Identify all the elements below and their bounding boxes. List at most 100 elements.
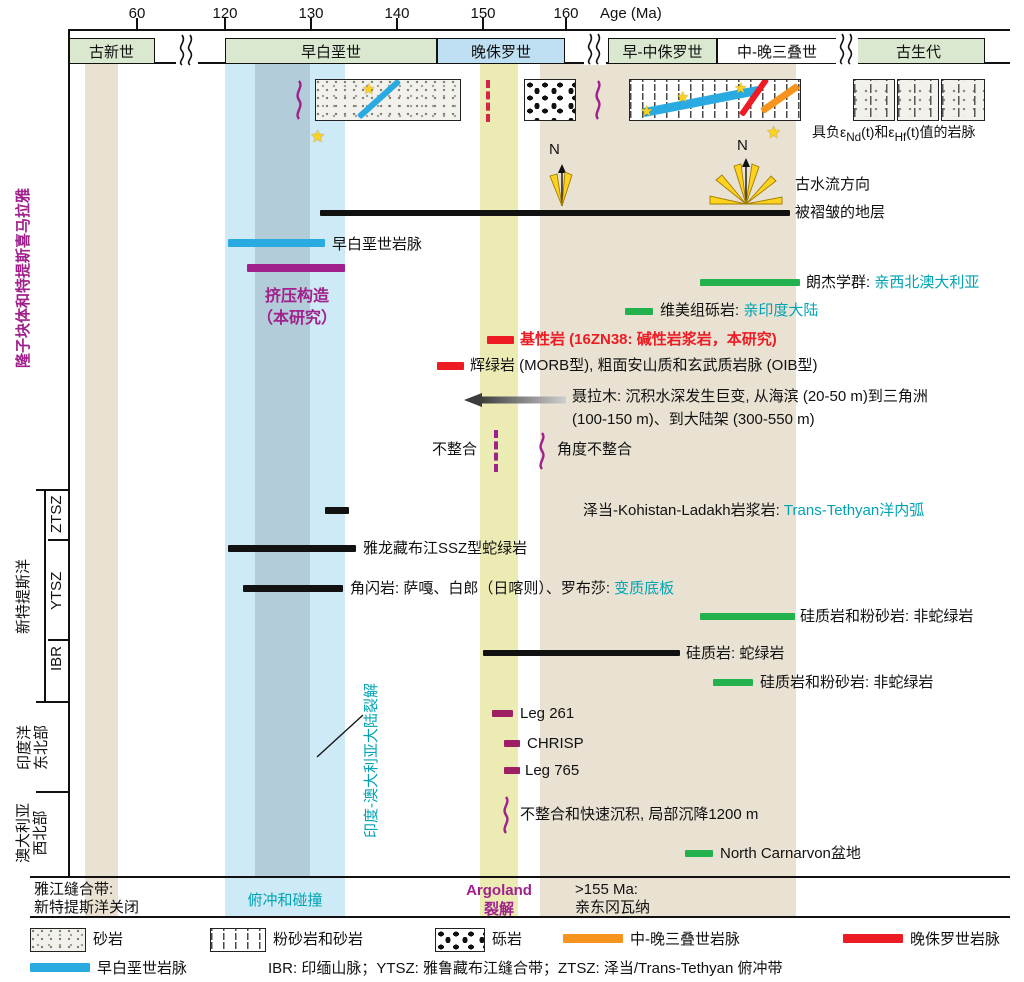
label-part: 泽当-Kohistan-Ladakh岩浆岩: (583, 502, 784, 519)
label-compression: 挤压构造 （本研究） (233, 286, 361, 330)
legend-swatch-siltstone (210, 928, 266, 952)
axis-tick (396, 18, 398, 29)
left-bracket-tick (48, 539, 68, 541)
axis-line (68, 29, 1010, 31)
bar-leg765 (504, 767, 520, 774)
summary-row-top-line (30, 876, 1010, 878)
label-nw-australia: 澳大利亚 西北部 (15, 803, 49, 863)
left-bracket-tick (36, 791, 68, 793)
summary-row-bottom-line (30, 916, 1010, 918)
water-depth-arrow-icon (464, 393, 566, 407)
star-icon: ★ (676, 89, 690, 106)
wavy-unconformity-icon (503, 796, 509, 834)
axis-tick-label-150: 150 (470, 5, 496, 22)
wavy-unconformity-icon (595, 80, 601, 120)
axis-tick-label-160: 160 (553, 5, 579, 22)
north-label: N (549, 141, 560, 158)
axis-tick (482, 18, 484, 29)
axis-break-icon (176, 34, 198, 66)
label-folded-strata: 被褶皱的地层 (795, 204, 886, 221)
legend-swatch-jurassic-dykes (843, 934, 903, 943)
label-gondwana-line2: 亲东冈瓦纳 (575, 899, 651, 916)
period-label: 古生代 (895, 43, 941, 61)
label-line: Argoland (466, 882, 532, 899)
bar-chert-siltstone-1 (700, 613, 795, 620)
legend-label-conglomerate: 砾岩 (492, 931, 523, 948)
label-subduction-collision: 俯冲和碰撞 (247, 892, 323, 909)
label-amphibolite: 角闪岩: 萨嘎、白郎（日喀则）、罗布莎: 变质底板 (350, 580, 674, 599)
axis-tick-label-60: 60 (128, 5, 146, 22)
star-icon: ★ (310, 127, 326, 146)
legend-label-triassic-dykes: 中-晚三叠世岩脉 (630, 931, 740, 948)
label-part-accent: 变质底板 (614, 580, 675, 597)
legend-swatch-conglomerate (435, 928, 485, 952)
label-weimei: 维美组砾岩: 亲印度大陆 (660, 302, 818, 321)
bar-amphibolite (243, 585, 343, 592)
wavy-unconformity-icon (296, 80, 302, 120)
band-early-cretaceous-dark (255, 64, 310, 876)
label-line: （本研究） (256, 310, 337, 327)
north-label: N (737, 137, 748, 154)
label-ibr: IBR (48, 645, 65, 671)
axis-break-icon (836, 33, 858, 65)
late-jurassic-dyke-dashed-icon (486, 80, 490, 122)
period-mid-late-triassic: 中-晚三叠世 (717, 38, 837, 64)
left-bracket-tick (36, 701, 68, 703)
axis-tick (136, 18, 138, 29)
label-part-accent: Trans-Tethyan洋内弧 (783, 502, 925, 519)
axis-tick (224, 18, 226, 29)
label-part: 角闪岩: 萨嘎、白郎（日喀则）、罗布莎: (350, 580, 615, 597)
note-part: 具负ε (812, 124, 847, 140)
label-chert-siltstone-1: 硅质岩和粉砂岩: 非蛇绿岩 (800, 608, 974, 625)
label-chrisp: CHRISP (527, 735, 584, 752)
label-mafic-rocks: 基性岩 (16ZN38: 碱性岩浆岩，本研究) (520, 331, 777, 348)
label-leg261: Leg 261 (520, 705, 575, 722)
label-line: 裂解 (483, 901, 514, 918)
label-langjiexue: 朗杰学群: 亲西北澳大利亚 (806, 274, 979, 293)
band-beige-narrow (85, 64, 118, 916)
paleozoic-unit-box (853, 79, 895, 121)
note-sub: Nd (846, 130, 862, 144)
label-ztsz: ZTSZ (48, 495, 65, 534)
period-late-jurassic: 晚侏罗世 (437, 38, 565, 64)
bar-yarlung-ssz-ophiolite (228, 545, 356, 552)
label-negative-end-ehf-dykes: 具负εNd(t)和εHf(t)值的岩脉 (812, 124, 976, 145)
star-icon: ★ (640, 103, 654, 120)
bar-mafic-rocks (487, 336, 514, 344)
triassic-dyke-icon (759, 83, 800, 114)
period-paleozoic: 古生代 (852, 38, 985, 64)
label-line: 挤压构造 (264, 288, 329, 305)
label-chert-siltstone-2: 硅质岩和粉砂岩: 非蛇绿岩 (760, 674, 934, 691)
period-early-cretaceous: 早白垩世 (225, 38, 437, 64)
axis-break-icon (584, 33, 606, 65)
label-line: 印度洋 (16, 724, 33, 770)
period-paleocene: 古新世 (68, 38, 155, 64)
axis-tick-label-120: 120 (212, 5, 238, 22)
star-icon: ★ (734, 80, 748, 97)
legend-swatch-sandstone (30, 928, 86, 952)
label-neotethys: 新特提斯洋 (15, 558, 32, 634)
legend-label-sandstone: 砂岩 (93, 931, 124, 948)
period-label: 早白垩世 (300, 43, 361, 61)
label-leg765: Leg 765 (525, 762, 580, 779)
label-argoland: Argoland 裂解 (454, 881, 544, 919)
legend-swatch-triassic-dykes (563, 934, 623, 943)
label-part-accent: 亲印度大陆 (743, 302, 819, 319)
wavy-unconformity-icon (539, 432, 545, 470)
label-part: 维美组砾岩: (660, 302, 744, 319)
label-nyalam-line2: (100-150 m)、到大陆架 (300-550 m) (572, 411, 815, 428)
period-early-mid-jurassic: 早-中侏罗世 (608, 38, 717, 64)
star-icon: ★ (362, 81, 376, 98)
left-axis-line (68, 29, 70, 878)
siltstone-sandstone-unit-box: ★ ★ ★ (629, 79, 801, 121)
label-early-cretaceous-dykes: 早白垩世岩脉 (332, 236, 423, 253)
bar-chrisp (504, 740, 520, 747)
conglomerate-unit-box (524, 79, 576, 121)
unconformity-dashed-icon (494, 430, 498, 472)
label-lhunze-block: 隆子块体和特提斯喜马拉雅 (15, 187, 32, 368)
period-label: 古新世 (88, 43, 134, 61)
axis-title: Age (Ma) (600, 5, 662, 22)
left-bracket-tick (48, 639, 68, 641)
bar-chert-siltstone-2 (713, 679, 753, 686)
label-part-accent: 亲西北澳大利亚 (874, 274, 980, 291)
